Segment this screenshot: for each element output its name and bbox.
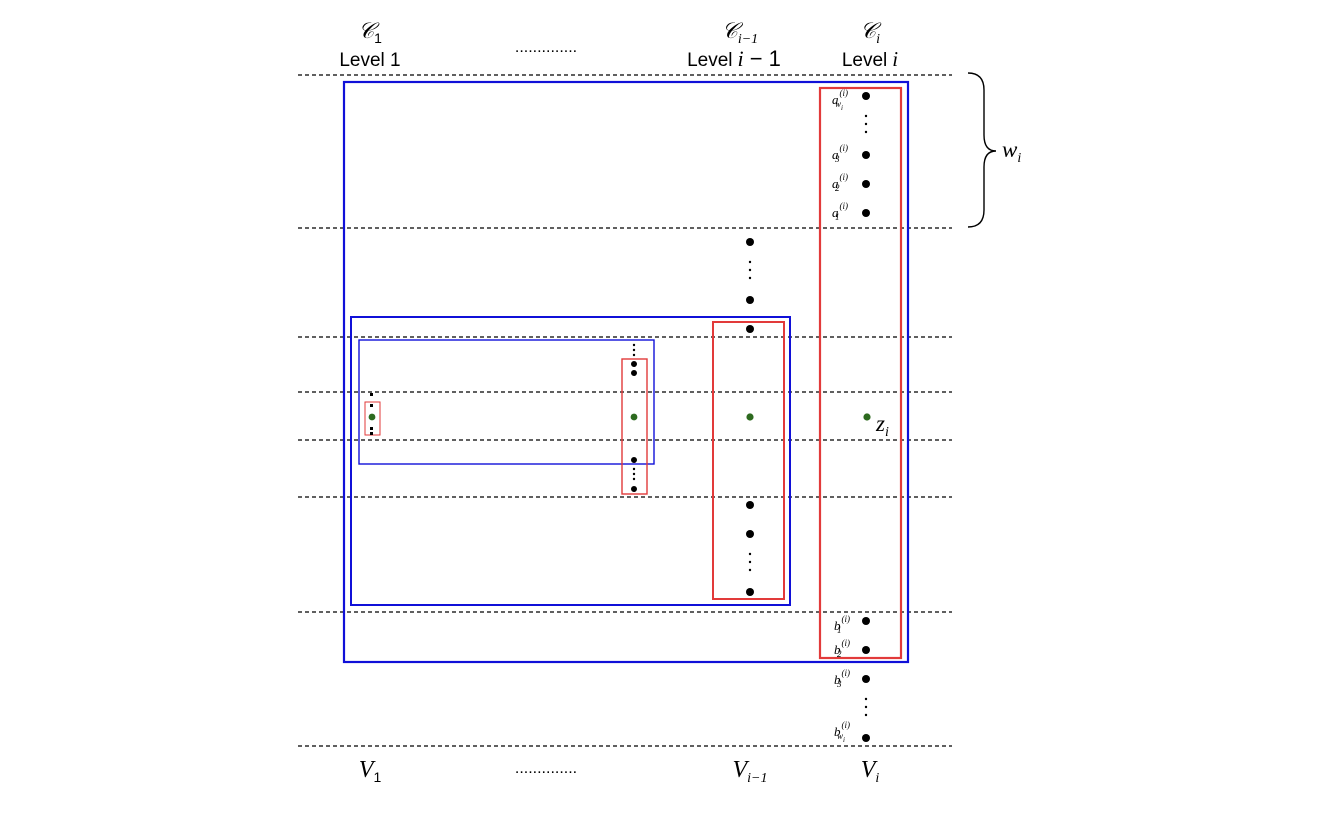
- width-brace: [967, 72, 997, 228]
- vertex-small: [370, 393, 373, 396]
- vertex: [746, 325, 754, 333]
- vertex-b-wi: [862, 734, 870, 742]
- red-box-level-prev: [712, 321, 785, 600]
- vertex: [746, 501, 754, 509]
- vertex: [746, 296, 754, 304]
- blue-box-middle: [350, 316, 791, 606]
- top-ellipsis: ..............: [515, 39, 577, 56]
- label-a1: a(i)1: [832, 201, 848, 222]
- width-label-wi: wi: [1002, 137, 1021, 166]
- vertex-set-v-prev: Vi−1: [732, 757, 767, 786]
- level-i-vertices: [862, 92, 870, 742]
- label-b2: b(i)2: [834, 638, 850, 659]
- red-box-level-mid: [621, 358, 648, 495]
- level-mid-vertices: [631, 343, 637, 492]
- vertex-green-mid: [630, 413, 638, 421]
- dashed-separators: [298, 74, 952, 747]
- vdot: [864, 122, 868, 126]
- vdot: [864, 697, 868, 701]
- vdot: [864, 130, 868, 134]
- vdot: [864, 705, 868, 709]
- vdot: [864, 713, 868, 717]
- blue-box-outer: [342, 80, 910, 664]
- level-1-label: Level 1: [339, 50, 400, 71]
- red-box-level-i: [818, 86, 903, 660]
- vdot: [632, 353, 636, 357]
- vertex-a1: [862, 209, 870, 217]
- label-b1: b(i)1: [834, 614, 850, 635]
- level-1-vertices: [370, 393, 373, 435]
- vertex-a2: [862, 180, 870, 188]
- vdot: [748, 276, 752, 280]
- label-a3: a(i)3: [832, 143, 848, 164]
- vdot: [632, 477, 636, 481]
- vdot: [748, 552, 752, 556]
- label-a-wi: a(i)wi: [832, 88, 848, 112]
- vertex: [631, 457, 637, 463]
- label-a2: a(i)2: [832, 172, 848, 193]
- vertex-set-vi: Vi: [861, 757, 880, 786]
- vertex-a3: [862, 151, 870, 159]
- class-label-c1: 𝒞1: [358, 19, 382, 46]
- vertex-b3: [862, 675, 870, 683]
- vertex-b1: [862, 617, 870, 625]
- vertex-small: [370, 427, 373, 430]
- vdot: [748, 568, 752, 572]
- vertex-a-wi: [862, 92, 870, 100]
- level-prev-vertices: [746, 238, 754, 596]
- vertex-zi: [863, 413, 871, 421]
- vertex: [746, 238, 754, 246]
- vdot: [632, 343, 636, 347]
- vdot: [748, 560, 752, 564]
- vertex-b2: [862, 646, 870, 654]
- vertex-set-v1: V1: [359, 757, 382, 785]
- label-b3: b(i)3: [834, 668, 850, 689]
- vertex-small: [370, 432, 373, 435]
- vertex-green-level1: [368, 413, 376, 421]
- vertex-small: [370, 404, 373, 407]
- vdot: [632, 467, 636, 471]
- vertex: [631, 486, 637, 492]
- class-label-ci: 𝒞i: [860, 19, 882, 47]
- vertex: [746, 588, 754, 596]
- label-b-wi: b(i)wi: [834, 720, 850, 744]
- center-vertex-label: zi: [875, 411, 889, 440]
- vertex-green-prev: [746, 413, 754, 421]
- vdot: [748, 260, 752, 264]
- blue-box-inner: [358, 339, 655, 465]
- vdot: [864, 114, 868, 118]
- vdot: [632, 472, 636, 476]
- vertex: [631, 361, 637, 367]
- vdot: [632, 348, 636, 352]
- vertex: [746, 530, 754, 538]
- class-label-c-prev: 𝒞i−1: [722, 19, 758, 47]
- level-i-vdots: [864, 114, 868, 717]
- bottom-ellipsis: ..............: [515, 760, 577, 777]
- vdot: [748, 268, 752, 272]
- vertex: [631, 370, 637, 376]
